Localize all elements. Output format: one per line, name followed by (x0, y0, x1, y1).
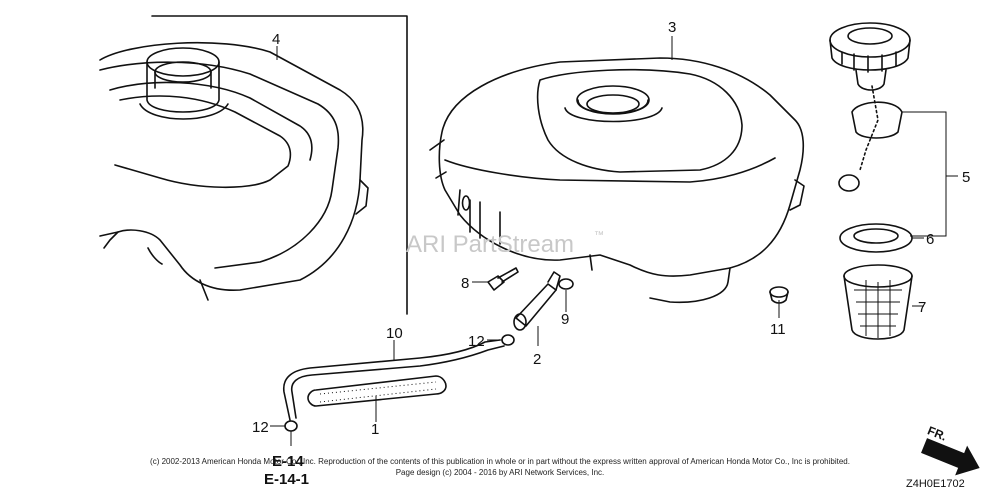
callout-12-upper[interactable]: 12 (468, 333, 485, 350)
callout-10[interactable]: 10 (386, 325, 403, 342)
callout-5[interactable]: 5 (962, 169, 970, 186)
copyright-line-1: (c) 2002-2013 American Honda Motor Co., … (150, 457, 850, 466)
hose-clip-lower (284, 420, 298, 432)
fuel-tube (283, 339, 505, 421)
leader-lines (270, 36, 958, 446)
diagram-code: Z4H0E1702 (906, 478, 965, 490)
fuel-strainer (843, 264, 913, 340)
cap-chain (838, 85, 903, 192)
callout-1[interactable]: 1 (371, 421, 379, 438)
fuel-tank (429, 57, 805, 304)
callout-9[interactable]: 9 (561, 311, 569, 328)
ref-e14[interactable]: E-14 (272, 453, 304, 470)
hose-clip-upper (501, 334, 515, 346)
front-direction-arrow: FR. (921, 423, 980, 476)
callout-12-lower[interactable]: 12 (252, 419, 269, 436)
copyright-line-2: Page design (c) 2004 - 2016 by ARI Netwo… (395, 468, 605, 477)
callout-7[interactable]: 7 (918, 299, 926, 316)
watermark-tm: ™ (594, 230, 604, 241)
callout-6[interactable]: 6 (926, 231, 934, 248)
watermark: ARI PartStream (406, 231, 574, 258)
callout-8[interactable]: 8 (461, 275, 469, 292)
washer (558, 278, 574, 290)
callout-2[interactable]: 2 (533, 351, 541, 368)
inset-tank-view (99, 41, 369, 301)
inset-frame (151, 15, 408, 315)
ref-e14-1[interactable]: E-14-1 (264, 471, 309, 488)
callout-4[interactable]: 4 (272, 31, 280, 48)
fuel-valve (513, 271, 561, 331)
flange-bolt (487, 267, 519, 291)
gasket (839, 223, 913, 253)
callout-11[interactable]: 11 (770, 321, 786, 338)
fuel-cap (829, 22, 911, 91)
direction-label: FR. (926, 423, 949, 443)
callout-3[interactable]: 3 (668, 19, 676, 36)
tube-protector (307, 375, 447, 407)
